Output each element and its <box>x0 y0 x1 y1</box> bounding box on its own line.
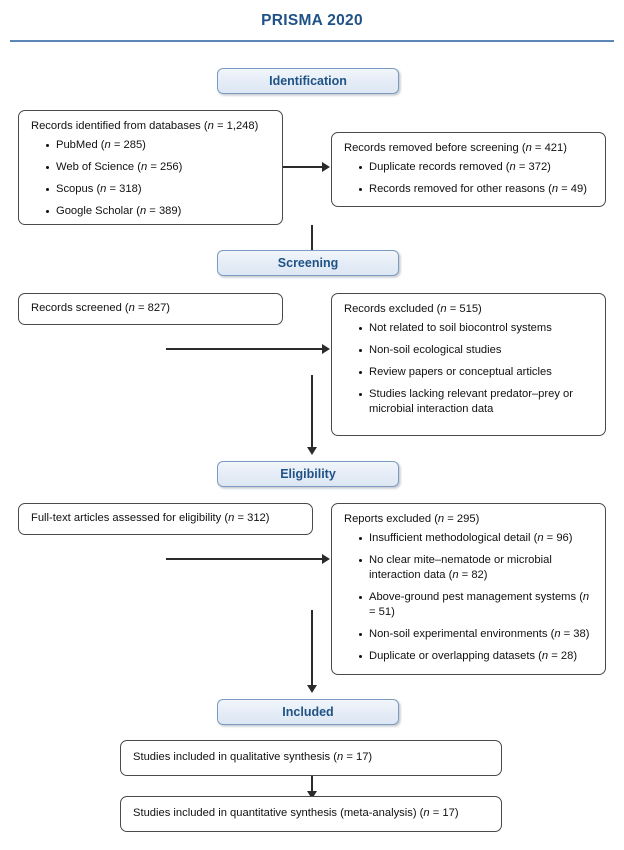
box-records-identified-list: PubMed (n = 285) Web of Science (n = 256… <box>31 138 272 219</box>
stage-pill-identification: Identification <box>217 68 399 94</box>
arrow-right-icon <box>322 554 330 564</box>
list-item: Web of Science (n = 256) <box>46 160 272 175</box>
connector-identified-to-screening <box>311 225 313 260</box>
list-item: No clear mite–nematode or microbial inte… <box>359 553 595 583</box>
connector-screened-to-eligibility <box>311 375 313 450</box>
box-records-removed: Records removed before screening (n = 42… <box>331 132 606 207</box>
list-item: Records removed for other reasons (n = 4… <box>359 182 595 197</box>
stage-label-included: Included <box>282 705 334 719</box>
box-quantitative-synthesis-head: Studies included in quantitative synthes… <box>133 807 459 820</box>
arrow-down-icon <box>307 685 317 693</box>
stage-label-screening: Screening <box>277 256 339 270</box>
box-fulltext-assessed-head: Full-text articles assessed for eligibil… <box>31 512 270 525</box>
arrow-right-icon <box>322 344 330 354</box>
list-item: Insufficient methodological detail (n = … <box>359 531 595 546</box>
box-qualitative-synthesis-head: Studies included in qualitative synthesi… <box>133 751 373 764</box>
title-divider <box>10 40 614 42</box>
box-records-screened: Records screened (n = 827) <box>18 293 283 325</box>
list-item: Scopus (n = 318) <box>46 182 272 197</box>
box-qualitative-synthesis: Studies included in qualitative synthesi… <box>120 740 502 776</box>
arrow-down-icon <box>307 447 317 455</box>
list-item: Above-ground pest management systems (n … <box>359 590 595 620</box>
stage-label-eligibility: Eligibility <box>280 467 336 481</box>
arrow-down-icon <box>307 791 317 799</box>
list-item: Review papers or conceptual articles <box>359 365 595 380</box>
box-records-identified: Records identified from databases (n = 1… <box>18 110 283 225</box>
list-item: Non-soil experimental environments (n = … <box>359 627 595 642</box>
box-records-removed-list: Duplicate records removed (n = 372) Reco… <box>344 160 595 197</box>
connector-identified-to-removed <box>283 166 323 168</box>
connector-qualitative-to-quantitative <box>311 776 313 794</box>
stage-label-identification: Identification <box>269 74 347 88</box>
box-records-identified-head: Records identified from databases (n = 1… <box>31 120 259 132</box>
box-records-excluded-head: Records excluded (n = 515) <box>344 303 482 315</box>
box-records-excluded: Records excluded (n = 515) Not related t… <box>331 293 606 436</box>
page-title: PRISMA 2020 <box>261 12 363 29</box>
box-fulltext-assessed: Full-text articles assessed for eligibil… <box>18 503 313 535</box>
box-reports-excluded: Reports excluded (n = 295) Insufficient … <box>331 503 606 675</box>
box-records-excluded-list: Not related to soil biocontrol systems N… <box>344 321 595 417</box>
connector-screened-to-excluded <box>166 348 323 350</box>
box-reports-excluded-list: Insufficient methodological detail (n = … <box>344 531 595 664</box>
stage-pill-eligibility: Eligibility <box>217 461 399 487</box>
list-item: PubMed (n = 285) <box>46 138 272 153</box>
stage-pill-screening: Screening <box>217 250 399 276</box>
box-records-screened-head: Records screened (n = 827) <box>31 302 171 315</box>
list-item: Duplicate records removed (n = 372) <box>359 160 595 175</box>
list-item: Google Scholar (n = 389) <box>46 204 272 219</box>
connector-fulltext-to-excluded <box>166 558 323 560</box>
arrow-right-icon <box>322 162 330 172</box>
list-item: Duplicate or overlapping datasets (n = 2… <box>359 649 595 664</box>
box-quantitative-synthesis: Studies included in quantitative synthes… <box>120 796 502 832</box>
list-item: Studies lacking relevant predator–prey o… <box>359 387 595 417</box>
list-item: Not related to soil biocontrol systems <box>359 321 595 336</box>
box-reports-excluded-head: Reports excluded (n = 295) <box>344 513 480 525</box>
list-item: Non-soil ecological studies <box>359 343 595 358</box>
box-records-removed-head: Records removed before screening (n = 42… <box>344 142 567 154</box>
connector-fulltext-to-included <box>311 610 313 688</box>
stage-pill-included: Included <box>217 699 399 725</box>
